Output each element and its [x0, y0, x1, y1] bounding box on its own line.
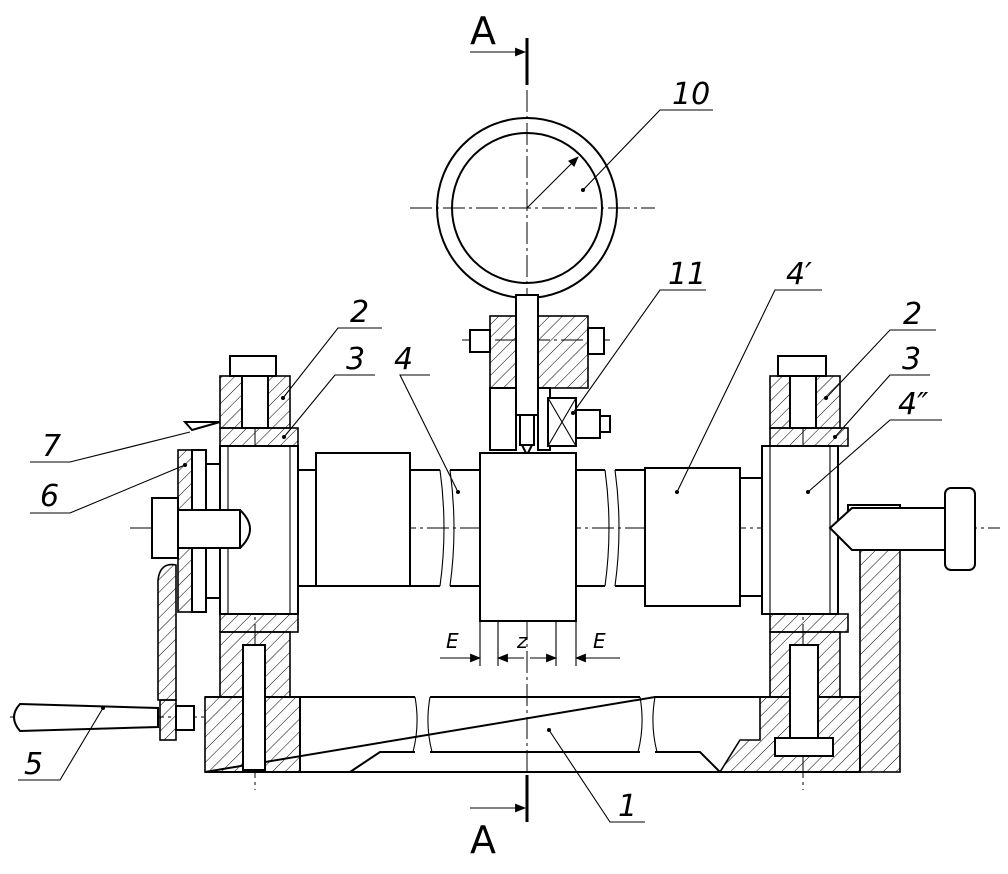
- left-pin: [242, 644, 266, 771]
- tailstock-knob: [944, 487, 976, 571]
- callout-2-right: 2: [903, 297, 922, 332]
- callout-5: 5: [24, 747, 43, 782]
- callouts: 10 11 2 3 4 4′ 2 3 4″ 7: [18, 77, 942, 824]
- callout-4-double-prime: 4″: [898, 387, 929, 422]
- section-label-top: A: [470, 9, 496, 53]
- tailstock-center: [828, 507, 946, 551]
- callout-11: 11: [668, 257, 706, 292]
- callout-1: 1: [618, 789, 637, 824]
- section-marker-top: A: [470, 9, 529, 85]
- callout-10: 10: [672, 77, 710, 112]
- callout-3-left: 3: [346, 342, 365, 377]
- indicator-bracket: [469, 315, 611, 451]
- callout-4: 4: [394, 342, 413, 377]
- tailstock: [828, 487, 976, 773]
- right-clamp-screw-head: [777, 355, 827, 377]
- left-insert: [219, 427, 299, 447]
- dim-z: z: [516, 629, 528, 653]
- shaft-journal-right: [644, 467, 741, 607]
- shaft: [297, 452, 762, 622]
- right-bushing: [761, 445, 839, 615]
- base: [204, 696, 861, 773]
- handle: [13, 702, 159, 733]
- crank-lever: [157, 563, 177, 701]
- dimensions: E z E: [440, 621, 620, 666]
- section-marker-bottom: A: [470, 775, 529, 862]
- dim-e-right: E: [593, 629, 606, 653]
- dial-needle: [526, 156, 579, 209]
- left-support: [219, 355, 299, 771]
- dim-e-left: E: [446, 629, 459, 653]
- tailstock-body: [859, 537, 901, 773]
- indicator-stem: [515, 294, 539, 416]
- shaft-journal-left: [315, 452, 411, 587]
- drive-bolt-head: [151, 497, 179, 559]
- right-nut: [774, 737, 834, 757]
- marker-pointer: [182, 421, 221, 432]
- clamp-screw-left: [469, 329, 491, 353]
- shaft-measured-section: [479, 452, 577, 622]
- left-drive: [13, 421, 241, 741]
- left-clamp-screw-head: [229, 355, 277, 377]
- callout-7: 7: [42, 429, 61, 464]
- callout-6: 6: [40, 479, 59, 514]
- callout-2-left: 2: [350, 295, 369, 330]
- right-support: [761, 355, 849, 757]
- section-label-bottom: A: [470, 818, 496, 862]
- clamp-screw-right: [587, 327, 605, 355]
- callout-4-prime: 4′: [786, 257, 812, 292]
- callout-3-right: 3: [902, 342, 921, 377]
- right-bolt: [789, 644, 819, 741]
